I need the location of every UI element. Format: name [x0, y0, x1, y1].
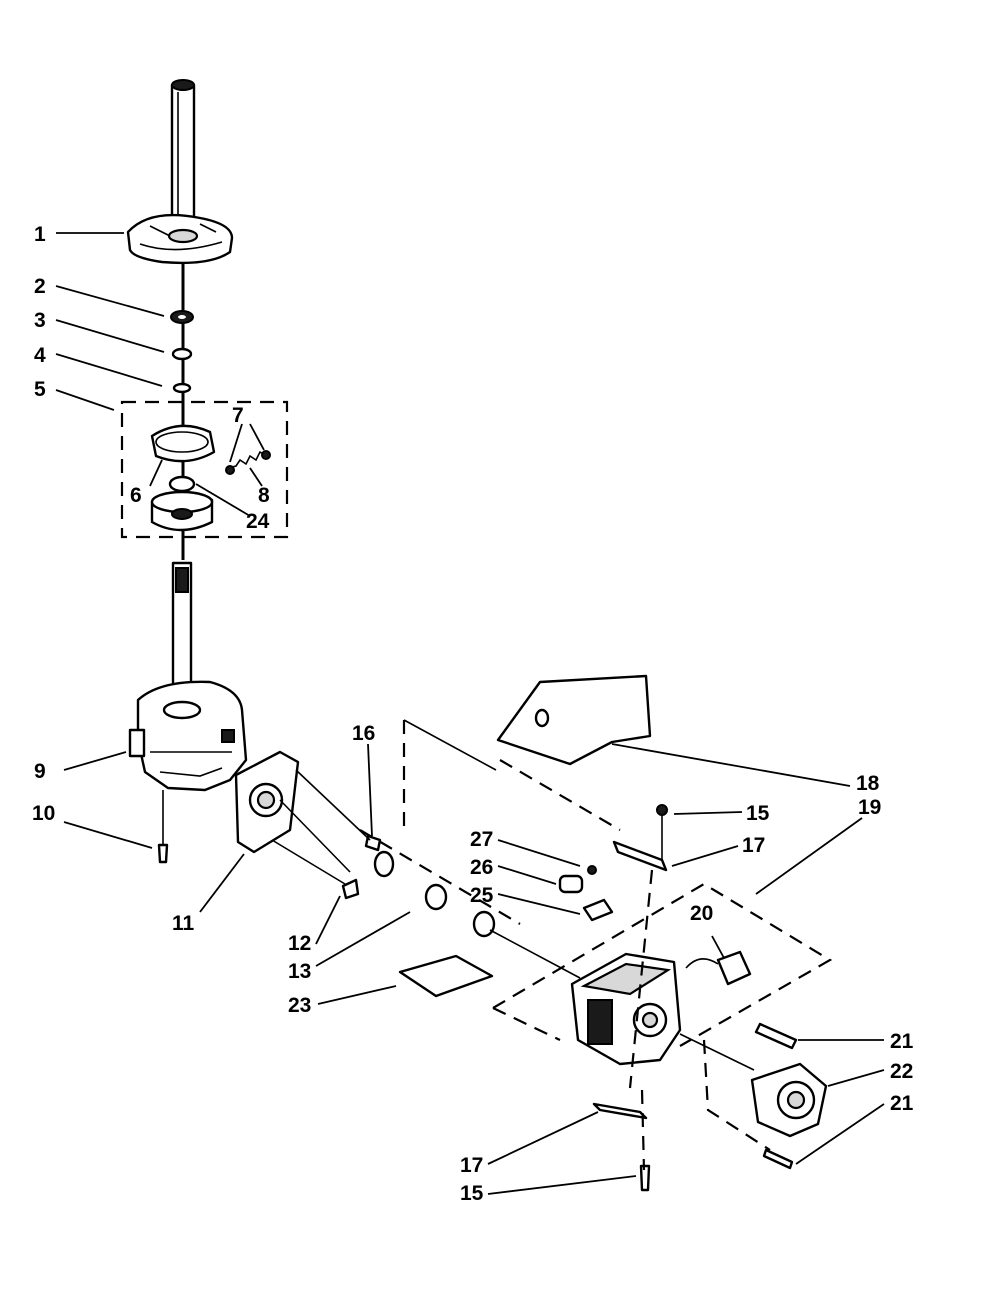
callout-13: 13	[288, 960, 311, 983]
part-9-gearcase	[128, 680, 248, 792]
brake-rotor	[150, 490, 214, 532]
drive-shaft-upper	[170, 79, 196, 237]
callout-1: 1	[34, 223, 46, 246]
part-22-pump	[750, 1062, 828, 1138]
part-6-brake-band	[150, 424, 216, 463]
leader-lines	[55, 232, 885, 1195]
callout-24: 24	[246, 510, 270, 533]
part-10-screw	[157, 790, 169, 864]
callout-15-upper: 15	[746, 802, 770, 825]
motor-body	[570, 952, 682, 1066]
callout-2: 2	[34, 275, 46, 298]
callout-17-upper: 17	[742, 834, 765, 857]
callout-20: 20	[690, 902, 713, 925]
part-24-bearing	[168, 475, 196, 493]
part-4-clip	[172, 382, 192, 394]
callout-6: 6	[130, 484, 142, 507]
part-15-screw-lower	[639, 1164, 651, 1192]
callout-7: 7	[232, 404, 244, 427]
callout-9: 9	[34, 760, 46, 783]
part-18-shield	[496, 674, 652, 766]
part-2-washer	[170, 310, 194, 324]
callout-16: 16	[352, 722, 375, 745]
part-21-clip-lower	[762, 1148, 794, 1170]
callout-15-lower: 15	[460, 1182, 484, 1205]
part-7-8-spring	[225, 450, 271, 475]
part-3-ring	[171, 347, 193, 361]
part-1-cam	[126, 213, 234, 265]
callout-4: 4	[34, 344, 46, 367]
callout-23: 23	[288, 994, 311, 1017]
callout-5: 5	[34, 378, 46, 401]
callout-12: 12	[288, 932, 311, 955]
callout-21-lower: 21	[890, 1092, 914, 1115]
callout-25: 25	[470, 884, 494, 907]
part-21-clip-upper	[754, 1022, 798, 1050]
callout-numbers: 1 2 3 4 5 6 7 8 24 9 10 11 12 13 16 18 1…	[32, 223, 914, 1205]
part-15-screw-upper	[656, 804, 668, 860]
part-11-mounting-plate	[234, 750, 300, 854]
callout-11: 11	[172, 912, 195, 935]
part-20-capacitor	[685, 950, 752, 986]
part-25-26-27-small-parts	[558, 865, 614, 922]
callout-17-lower: 17	[460, 1154, 483, 1177]
coupling-parts	[341, 834, 496, 938]
part-17-clip-upper	[612, 840, 668, 872]
callout-10: 10	[32, 802, 55, 825]
callout-8: 8	[258, 484, 270, 507]
callout-21-upper: 21	[890, 1030, 914, 1053]
callout-19: 19	[858, 796, 881, 819]
part-17-clip-lower	[592, 1102, 648, 1120]
callout-18: 18	[856, 772, 880, 795]
callout-27: 27	[470, 828, 493, 851]
callout-3: 3	[34, 309, 46, 332]
callout-26: 26	[470, 856, 493, 879]
part-5-group-box	[120, 400, 289, 539]
callout-22: 22	[890, 1060, 913, 1083]
assembly-lines	[271, 719, 771, 1171]
part-19-group-box	[492, 882, 833, 1047]
part-23-pad	[398, 954, 494, 998]
